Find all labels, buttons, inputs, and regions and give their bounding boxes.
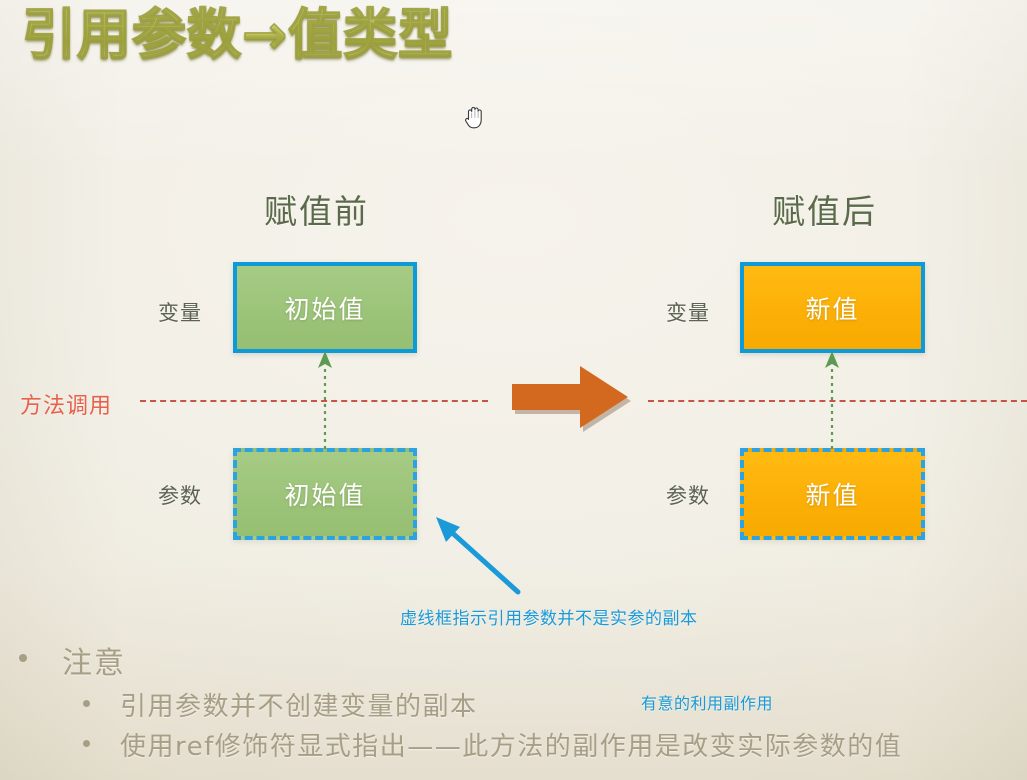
link-arrow-before-icon — [313, 350, 337, 450]
bullet-level1-note: 注意 — [62, 646, 126, 681]
hand-grab-cursor-icon — [462, 102, 488, 136]
method-call-label: 方法调用 — [20, 394, 113, 419]
bullet-marker-level2-1 — [83, 740, 90, 747]
transition-arrow-icon — [512, 362, 637, 446]
callout-arrow-icon — [430, 512, 525, 601]
row-label-parameter-after: 参数 — [666, 484, 710, 508]
column-heading-after: 赋值后 — [772, 192, 877, 231]
method-call-divider-left — [140, 400, 488, 402]
bullet-marker-level2-0 — [83, 700, 90, 707]
row-label-variable-before: 变量 — [158, 301, 202, 325]
page-title: 引用参数→值类型 — [22, 3, 454, 66]
page-title-outline: 引用参数→值类型 — [21, 3, 454, 67]
bullet-level2-ref-modifier: 使用ref修饰符显式指出——此方法的副作用是改变实际参数的值 — [120, 732, 903, 762]
bullet-level2-no-copy: 引用参数并不创建变量的副本 — [120, 692, 478, 722]
callout-dashed-box-note: 虚线框指示引用参数并不是实参的副本 — [400, 609, 698, 629]
box-before-parameter: 初始值 — [233, 448, 417, 540]
box-after-variable: 新值 — [740, 262, 925, 353]
bullet-marker-level1 — [19, 654, 27, 662]
method-call-divider-right — [648, 400, 1027, 402]
column-heading-before: 赋值前 — [264, 192, 369, 231]
box-after-parameter: 新值 — [740, 448, 925, 540]
row-label-parameter-before: 参数 — [158, 484, 202, 508]
row-label-variable-after: 变量 — [666, 301, 710, 325]
box-before-variable: 初始值 — [233, 262, 417, 353]
link-arrow-after-icon — [820, 350, 844, 450]
note-side-effect: 有意的利用副作用 — [641, 694, 774, 713]
